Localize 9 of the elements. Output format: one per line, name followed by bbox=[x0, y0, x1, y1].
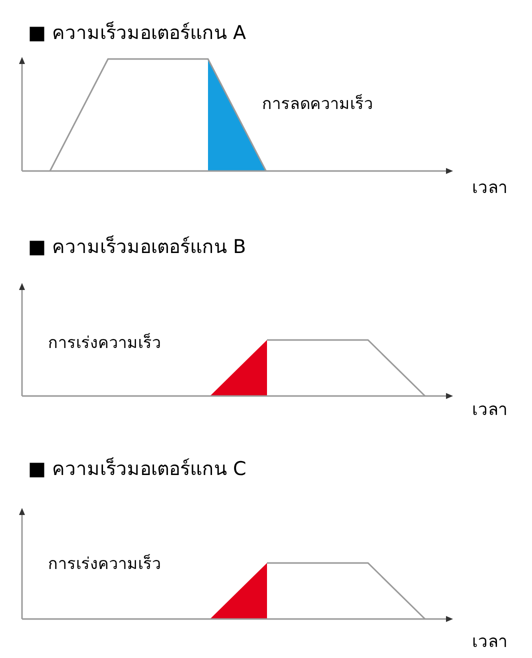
phase-label: การเร่งความเร็ว bbox=[48, 332, 162, 354]
phase-label: การเร่งความเร็ว bbox=[48, 553, 162, 575]
chart-heading: ■ ความเร็วมอเตอร์แกน A bbox=[28, 22, 246, 46]
axis-label: เวลา bbox=[472, 632, 508, 654]
axis-label: เวลา bbox=[472, 400, 508, 422]
phase-label: การลดความเร็ว bbox=[262, 93, 374, 115]
axis-label: เวลา bbox=[472, 178, 508, 200]
chart-heading: ■ ความเร็วมอเตอร์แกน C bbox=[28, 458, 246, 482]
chart-heading: ■ ความเร็วมอเตอร์แกน B bbox=[28, 236, 246, 260]
